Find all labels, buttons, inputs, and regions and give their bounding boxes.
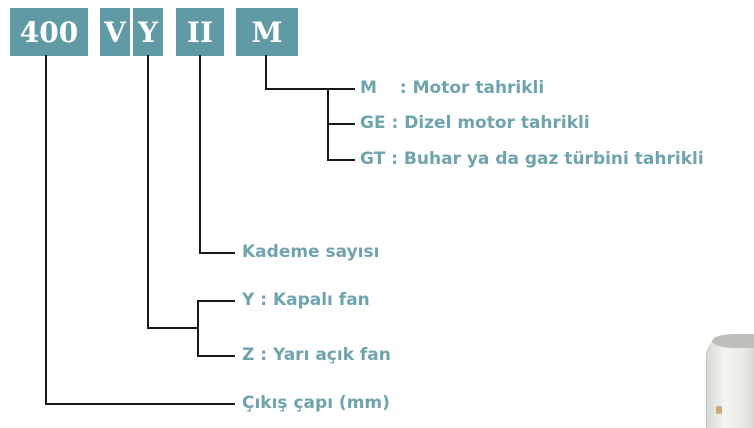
drive-option-code: M [360,78,377,98]
diameter-connector [45,55,235,405]
fan-option-semi-open: Z : Yarı açık fan [242,345,391,365]
drive-option-text: Motor tahrikli [412,78,545,98]
drive-option-sep: : [385,113,405,133]
drive-option-sep: : [385,149,404,169]
code-box-v: V [100,8,130,56]
fan-option-closed: Y : Kapalı fan [242,290,370,310]
pump-image-rim [712,334,754,348]
drive-option-text: Buhar ya da gaz türbini tahrikli [403,149,704,169]
code-box-stages: II [176,8,224,56]
drive-option-code: GT [360,149,386,169]
code-box-drive: M [236,8,298,56]
drive-option-text: Dizel motor tahrikli [404,113,590,133]
drive-option-code: GE [360,113,386,133]
stages-label: Kademe sayısı [242,242,380,262]
drive-option-diesel: GE : Dizel motor tahrikli [360,115,590,132]
code-box-diameter: 400 [10,8,88,56]
fan-type-connector [147,55,235,357]
stages-connector [199,55,235,254]
pump-image-fragment [706,338,754,428]
code-box-fan-type: Y [133,8,163,56]
diameter-label: Çıkış çapı (mm) [242,393,390,413]
pump-image-detail [716,406,722,414]
drive-option-motor: M : Motor tahrikli [360,80,544,97]
drive-connector [265,55,355,161]
drive-option-turbine: GT : Buhar ya da gaz türbini tahrikli [360,151,704,168]
drive-option-sep: : [394,78,413,98]
